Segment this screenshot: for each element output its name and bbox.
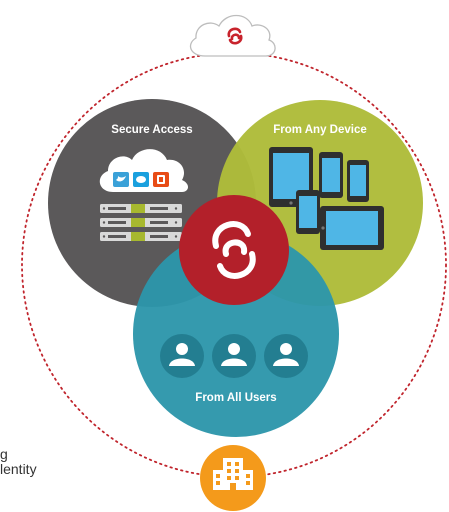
top-cloud-icon [189, 14, 276, 57]
secure-access-label: Secure Access [111, 124, 193, 136]
cutoff-text-line-2: lentity [0, 461, 37, 477]
dotted-ring [21, 52, 447, 478]
all-users-circle [133, 231, 339, 437]
user-icon [160, 334, 204, 378]
building-icon [200, 445, 266, 511]
user-icon [264, 334, 308, 378]
center-brand-icon [179, 195, 289, 305]
from-any-device-label: From Any Device [273, 124, 367, 136]
devices-icon [269, 147, 384, 250]
users-icon-group [160, 334, 308, 378]
cloud-apps-icon [99, 149, 189, 192]
from-all-users-label: From All Users [195, 392, 277, 404]
cutoff-text-line-1: g [0, 446, 8, 462]
server-rack-icon [100, 204, 182, 241]
user-icon [212, 334, 256, 378]
